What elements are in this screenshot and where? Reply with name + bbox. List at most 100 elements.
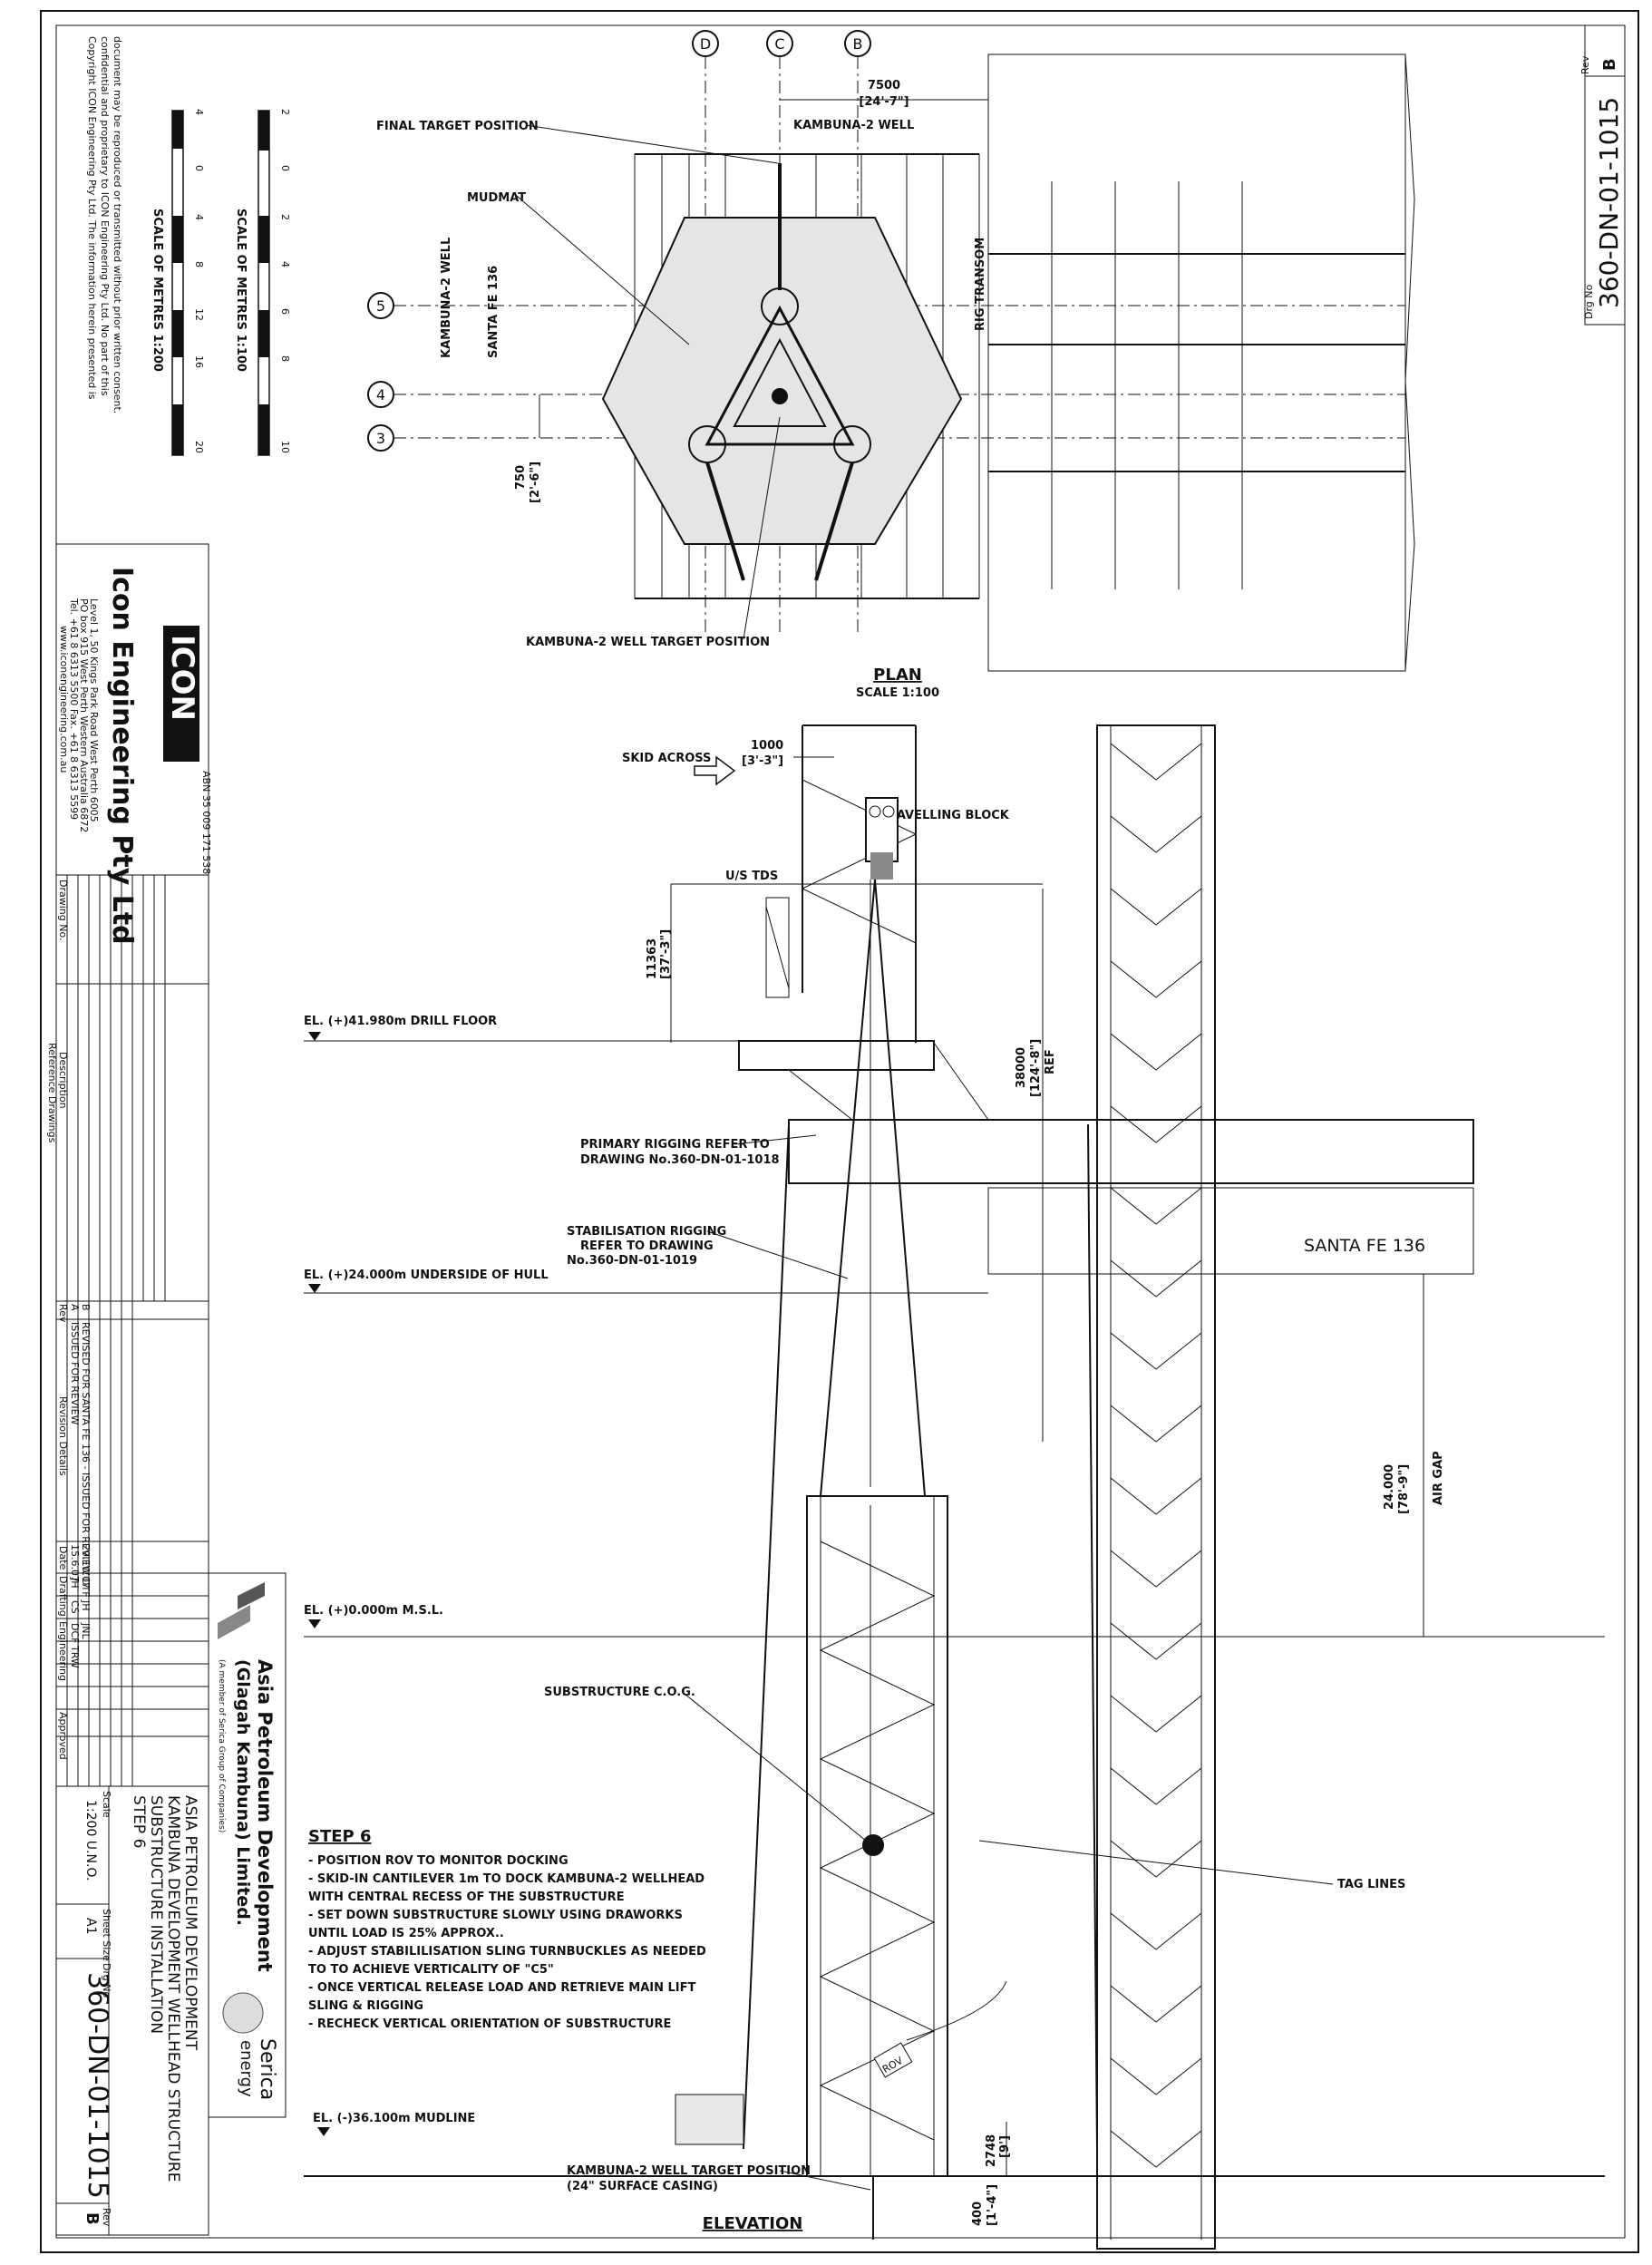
svg-text:4: 4: [376, 386, 385, 403]
client-block: Asia Petroleum Development (Glagah Kambu…: [208, 1572, 287, 2118]
svg-text:[124'-8"]: [124'-8"]: [1029, 1039, 1043, 1097]
svg-text:B: B: [80, 1304, 92, 1311]
svg-text:MUDMAT: MUDMAT: [467, 191, 526, 205]
svg-text:Drawing No.: Drawing No.: [57, 880, 69, 941]
serica-energy-logo: Serica energy: [222, 1992, 278, 2100]
svg-text:0: 0: [279, 165, 291, 171]
svg-text:AIR GAP: AIR GAP: [1432, 1451, 1445, 1505]
svg-text:38000: 38000: [1015, 1047, 1028, 1088]
svg-text:STABILISATION RIGGING: STABILISATION RIGGING: [567, 1225, 726, 1239]
rig-leg: [1096, 724, 1216, 2250]
svg-text:- ONCE VERTICAL RELEASE LOAD A: - ONCE VERTICAL RELEASE LOAD AND RETRIEV…: [308, 1981, 696, 1995]
svg-text:CS: CS: [69, 1600, 81, 1614]
mudmat: [601, 217, 963, 545]
svg-text:RIG TRANSOM: RIG TRANSOM: [974, 238, 987, 331]
svg-text:DTF: DTF: [80, 1578, 92, 1598]
svg-text:Tel. +61 8 6313 5500 Fax. +61: Tel. +61 8 6313 5500 Fax. +61 8 6313 559…: [68, 598, 80, 820]
svg-text:STEP 6: STEP 6: [130, 1795, 148, 1848]
svg-text:KAMBUNA-2 WELL TARGET POSITION: KAMBUNA-2 WELL TARGET POSITION: [526, 636, 770, 649]
svg-text:2748: 2748: [985, 2134, 998, 2167]
svg-text:360-DN-01-1015: 360-DN-01-1015: [82, 1972, 113, 2199]
svg-text:29.10.07: 29.10.07: [80, 1544, 92, 1589]
svg-text:A: A: [69, 1304, 81, 1311]
svg-text:energy: energy: [237, 2040, 256, 2097]
svg-text:Engineering: Engineering: [57, 1621, 69, 1681]
svg-text:1:200 U.N.O.: 1:200 U.N.O.: [83, 1800, 98, 1881]
svg-text:www.iconengineering.com.au: www.iconengineering.com.au: [58, 626, 70, 773]
svg-text:FINAL TARGET POSITION: FINAL TARGET POSITION: [376, 120, 539, 133]
plan-view: D C B 5 4 3 7500 [24'-7"]: [367, 30, 1415, 700]
svg-text:ISSUED FOR REVIEW: ISSUED FOR REVIEW: [69, 1322, 81, 1425]
svg-text:UNTIL LOAD IS 25% APPROX..: UNTIL LOAD IS 25% APPROX..: [308, 1927, 504, 1940]
svg-text:SANTA FE 136: SANTA FE 136: [487, 266, 500, 358]
svg-text:D: D: [700, 35, 711, 53]
svg-text:KAMBUNA-2 WELL TARGET POSITION: KAMBUNA-2 WELL TARGET POSITION: [567, 2164, 811, 2178]
elevation-view: SKID ACROSS 1000 [3'-3"] TRAVELLING BLOC…: [304, 724, 1605, 2250]
svg-text:TO TO ACHIEVE VERTICALITY OF ": TO TO ACHIEVE VERTICALITY OF "C5": [308, 1963, 554, 1977]
hull: [987, 1187, 1474, 1275]
svg-text:- ADJUST STABILILISATION SLING: - ADJUST STABILILISATION SLING TURNBUCKL…: [308, 1945, 706, 1959]
revision-table: Rev Revision Details Date Drafting Engin…: [55, 1300, 209, 1787]
svg-text:Sheet Size: Sheet Size: [101, 1909, 112, 1961]
svg-text:SUBSTRUCTURE C.O.G.: SUBSTRUCTURE C.O.G.: [544, 1686, 695, 1699]
svg-text:Scale: Scale: [101, 1791, 112, 1818]
svg-text:SKID ACROSS: SKID ACROSS: [622, 752, 711, 765]
svg-text:Rev: Rev: [1579, 55, 1591, 74]
svg-text:KAMBUNA-2 WELL: KAMBUNA-2 WELL: [793, 119, 914, 132]
svg-text:[1'-4"]: [1'-4"]: [986, 2184, 999, 2226]
svg-text:- RECHECK VERTICAL ORIENTATION: - RECHECK VERTICAL ORIENTATION OF SUBSTR…: [308, 2017, 671, 2031]
grid-bubble-c: C: [766, 30, 793, 57]
svg-text:8: 8: [193, 261, 205, 267]
svg-text:20: 20: [193, 441, 205, 453]
svg-text:- SKID-IN CANTILEVER 1m TO DOC: - SKID-IN CANTILEVER 1m TO DOCK KAMBUNA-…: [308, 1872, 705, 1886]
svg-text:EL. (+)41.980m DRILL FLOOR: EL. (+)41.980m DRILL FLOOR: [304, 1015, 497, 1028]
svg-text:(Glagah Kambuna) Limited.: (Glagah Kambuna) Limited.: [233, 1659, 253, 1926]
svg-text:ASIA PETROLEUM DEVELOPMENT: ASIA PETROLEUM DEVELOPMENT: [181, 1795, 199, 2051]
svg-text:8: 8: [279, 355, 291, 362]
svg-text:B: B: [83, 2212, 102, 2225]
svg-text:1000: 1000: [751, 739, 783, 753]
svg-text:SCALE OF METRES 1:200: SCALE OF METRES 1:200: [151, 209, 164, 372]
svg-text:12: 12: [193, 308, 205, 321]
svg-text:Reference Drawings: Reference Drawings: [46, 1043, 58, 1143]
elevation-title: ELEVATION: [703, 2214, 803, 2233]
svg-text:2: 2: [279, 214, 291, 220]
svg-text:Drg No: Drg No: [1583, 284, 1595, 319]
copyright-notice: Copyright ICON Engineering Pty Ltd. The …: [86, 36, 123, 413]
svg-text:Description: Description: [57, 1052, 69, 1109]
svg-text:4: 4: [279, 261, 291, 267]
svg-text:TRAVELLING BLOCK: TRAVELLING BLOCK: [879, 809, 1010, 822]
svg-text:ICON: ICON: [164, 635, 200, 721]
svg-text:7500: 7500: [868, 79, 900, 92]
svg-text:WITH CENTRAL RECESS OF THE SUB: WITH CENTRAL RECESS OF THE SUBSTRUCTURE: [308, 1891, 625, 1904]
rig-transom: [987, 53, 1406, 672]
sheet-border: [40, 10, 1639, 2253]
title-block: ASIA PETROLEUM DEVELOPMENT KAMBUNA DEVEL…: [55, 1785, 209, 2236]
svg-text:confidential and proprietary t: confidential and proprietary to ICON Eng…: [99, 36, 111, 396]
svg-text:750: 750: [514, 465, 528, 490]
svg-text:Drg No: Drg No: [101, 1963, 112, 1998]
svg-text:(24" SURFACE CASING): (24" SURFACE CASING): [567, 2180, 718, 2193]
grid-bubble-b: B: [844, 30, 871, 57]
svg-text:2: 2: [279, 109, 291, 115]
svg-text:[3'-3"]: [3'-3"]: [742, 754, 783, 768]
svg-text:No.360-DN-01-1019: No.360-DN-01-1019: [567, 1254, 697, 1268]
svg-text:STEP 6: STEP 6: [308, 1827, 372, 1846]
svg-text:Drafting: Drafting: [57, 1576, 69, 1617]
svg-text:Approved: Approved: [57, 1712, 69, 1760]
rov: ROV: [873, 2042, 913, 2078]
svg-text:24.000: 24.000: [1383, 1464, 1396, 1510]
svg-text:C: C: [774, 35, 784, 53]
svg-text:JH: JH: [69, 1577, 81, 1589]
svg-text:document may be reproduced or: document may be reproduced or transmitte…: [112, 36, 123, 413]
svg-text:EL. (+)24.000m UNDERSIDE OF HU: EL. (+)24.000m UNDERSIDE OF HULL: [304, 1269, 549, 1282]
asia-petroleum-logo: [218, 1582, 265, 1639]
svg-text:Level 1, 50 Kings Park Road We: Level 1, 50 Kings Park Road West Perth 6…: [88, 598, 100, 822]
svg-text:5: 5: [376, 297, 385, 315]
svg-text:SUBSTRUCTURE INSTALLATION: SUBSTRUCTURE INSTALLATION: [147, 1795, 165, 2034]
svg-text:Date: Date: [57, 1546, 69, 1570]
svg-text:- POSITION ROV TO MONITOR DOCK: - POSITION ROV TO MONITOR DOCKING: [308, 1854, 568, 1868]
svg-text:SCALE OF METRES 1:100: SCALE OF METRES 1:100: [234, 209, 248, 372]
svg-text:16: 16: [193, 355, 205, 368]
